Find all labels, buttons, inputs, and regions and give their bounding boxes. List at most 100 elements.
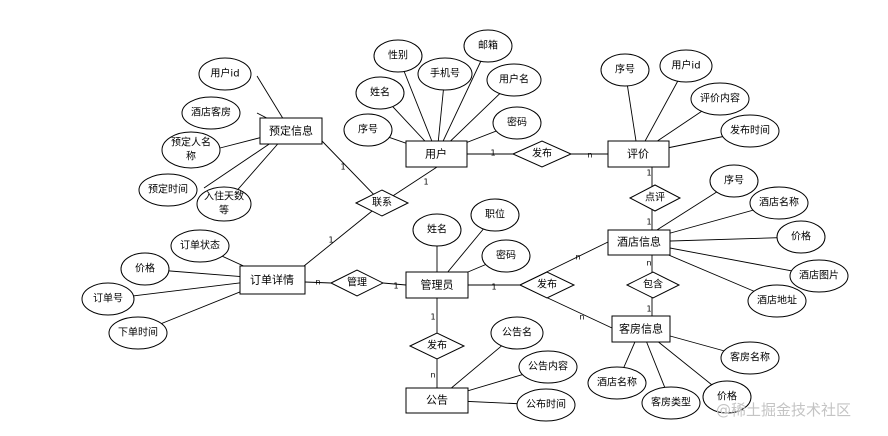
entity-guanliyuan: 管理员 <box>405 271 469 299</box>
svg-text:预定信息: 预定信息 <box>269 124 313 138</box>
attr-yd-yudingshijian: 预定时间 <box>138 173 198 207</box>
svg-text:预定人名: 预定人名 <box>171 136 211 149</box>
rel-fabu-user-review: 发布 <box>511 140 573 168</box>
svg-text:联系: 联系 <box>372 197 392 209</box>
svg-text:客房名称: 客房名称 <box>730 351 770 364</box>
attr-yh-xingbie: 性别 <box>373 39 423 73</box>
attr-kf-kefangmingcheng: 客房名称 <box>720 341 780 375</box>
svg-text:酒店客房: 酒店客房 <box>191 106 231 119</box>
attr-dd-xiadanshijian: 下单时间 <box>108 316 168 350</box>
connector <box>304 281 332 284</box>
svg-text:酒店信息: 酒店信息 <box>617 235 661 249</box>
svg-text:职位: 职位 <box>485 208 505 221</box>
svg-text:酒店图片: 酒店图片 <box>799 269 839 282</box>
attr-jd-xuhao: 序号 <box>709 164 759 198</box>
svg-text:密码: 密码 <box>507 116 527 129</box>
attr-jd-jiudiantupian: 酒店图片 <box>789 259 849 293</box>
cardinality: 1 <box>328 236 333 245</box>
svg-text:邮箱: 邮箱 <box>478 39 498 52</box>
svg-text:公告名: 公告名 <box>502 326 532 339</box>
cardinality: 1 <box>646 218 651 227</box>
attr-gg-gonggaoming: 公告名 <box>490 316 544 350</box>
attr-dd-dingdanhao: 订单号 <box>81 282 135 316</box>
attr-kf-kefangleixing: 客房类型 <box>641 386 701 420</box>
entity-boxes: 预定信息 用户 评价 酒店信息 订单详情 管理员 客房信息 公告 <box>239 117 671 414</box>
attr-gg-gonggaoneirong: 公告内容 <box>518 350 578 384</box>
rel-dianping: 点评 <box>628 184 682 212</box>
svg-text:性别: 性别 <box>388 49 408 62</box>
connector <box>397 55 438 155</box>
attr-yh-shoujihao: 手机号 <box>417 57 473 91</box>
attr-yh-mima: 密码 <box>492 106 542 140</box>
svg-text:价格: 价格 <box>135 262 155 275</box>
connector <box>321 140 383 204</box>
attr-pj-pingjianeirong: 评价内容 <box>690 82 750 116</box>
svg-text:预定时间: 预定时间 <box>148 183 188 196</box>
attr-kf-jiudianmingcheng: 酒店名称 <box>587 366 647 400</box>
rel-guanli: 管理 <box>329 269 385 297</box>
cardinality: 1 <box>646 305 651 314</box>
attr-yh-youxiang: 邮箱 <box>463 29 513 63</box>
svg-text:价格: 价格 <box>717 390 737 403</box>
connector <box>382 282 407 286</box>
attr-gl-xingming: 姓名 <box>412 213 462 247</box>
entity-jiudianxinxi: 酒店信息 <box>607 229 671 256</box>
attr-yd-yonghuid: 用户id <box>198 57 252 91</box>
svg-text:发布时间: 发布时间 <box>730 124 770 137</box>
svg-text:用户: 用户 <box>425 147 447 161</box>
svg-text:用户id: 用户id <box>210 67 239 80</box>
cardinality: n <box>430 371 435 380</box>
svg-text:姓名: 姓名 <box>427 223 447 236</box>
attr-gg-gongbushijian: 公布时间 <box>516 388 576 422</box>
rel-baohan: 包含 <box>625 271 681 299</box>
attr-jd-jiudiandizhi: 酒店地址 <box>747 284 807 318</box>
cardinality: 1 <box>490 149 495 158</box>
cardinality: 1 <box>491 283 496 292</box>
svg-text:发布: 发布 <box>427 339 447 352</box>
entity-pingjia: 评价 <box>607 140 670 168</box>
svg-text:序号: 序号 <box>615 63 635 76</box>
attr-dd-dingdanzhuangtai: 订单状态 <box>170 229 230 263</box>
rel-fabu-admin-hotel: 发布 <box>518 271 576 299</box>
svg-text:序号: 序号 <box>724 174 744 187</box>
svg-text:客房信息: 客房信息 <box>619 322 663 336</box>
svg-text:管理员: 管理员 <box>421 278 454 292</box>
svg-text:包含: 包含 <box>643 278 663 291</box>
svg-text:公告: 公告 <box>426 394 448 407</box>
watermark-text: @稀土掘金技术社区 <box>716 401 851 419</box>
svg-text:订单详情: 订单详情 <box>250 273 294 287</box>
entity-yonghu: 用户 <box>405 140 468 168</box>
attr-kf-jiage: 价格 <box>702 380 752 414</box>
attr-jd-jiage: 价格 <box>776 220 826 254</box>
svg-text:酒店名称: 酒店名称 <box>759 196 799 209</box>
svg-text:用户id: 用户id <box>671 59 700 72</box>
svg-text:酒店名称: 酒店名称 <box>597 376 637 389</box>
attr-yd-jiudiankefang: 酒店客房 <box>181 96 241 130</box>
svg-text:点评: 点评 <box>645 192 665 204</box>
svg-text:订单状态: 订单状态 <box>180 239 220 252</box>
cardinality: 1 <box>646 169 651 178</box>
svg-text:客房类型: 客房类型 <box>651 396 691 409</box>
connector <box>303 202 383 267</box>
svg-text:用户名: 用户名 <box>499 73 529 86</box>
svg-text:发布: 发布 <box>537 278 557 291</box>
svg-text:姓名: 姓名 <box>370 86 390 99</box>
svg-text:价格: 价格 <box>791 230 811 243</box>
svg-text:酒店地址: 酒店地址 <box>757 294 797 307</box>
svg-text:下单时间: 下单时间 <box>118 326 158 339</box>
cardinality: n <box>646 259 651 268</box>
svg-text:称: 称 <box>186 150 196 163</box>
svg-text:管理: 管理 <box>347 276 367 289</box>
attr-yh-yonghuming: 用户名 <box>486 63 542 97</box>
svg-text:发布: 发布 <box>532 147 552 160</box>
svg-text:订单号: 订单号 <box>93 293 123 305</box>
svg-text:入住天数: 入住天数 <box>204 190 244 203</box>
entity-gonggao: 公告 <box>405 387 469 414</box>
attr-yh-xingming: 姓名 <box>355 76 405 110</box>
relationship-diamonds: 发布 联系 点评 管理 发布 包含 发布 <box>329 140 682 360</box>
svg-text:密码: 密码 <box>496 249 516 262</box>
attr-pj-yonghuid: 用户id <box>659 49 713 83</box>
cardinality: n <box>575 253 580 262</box>
